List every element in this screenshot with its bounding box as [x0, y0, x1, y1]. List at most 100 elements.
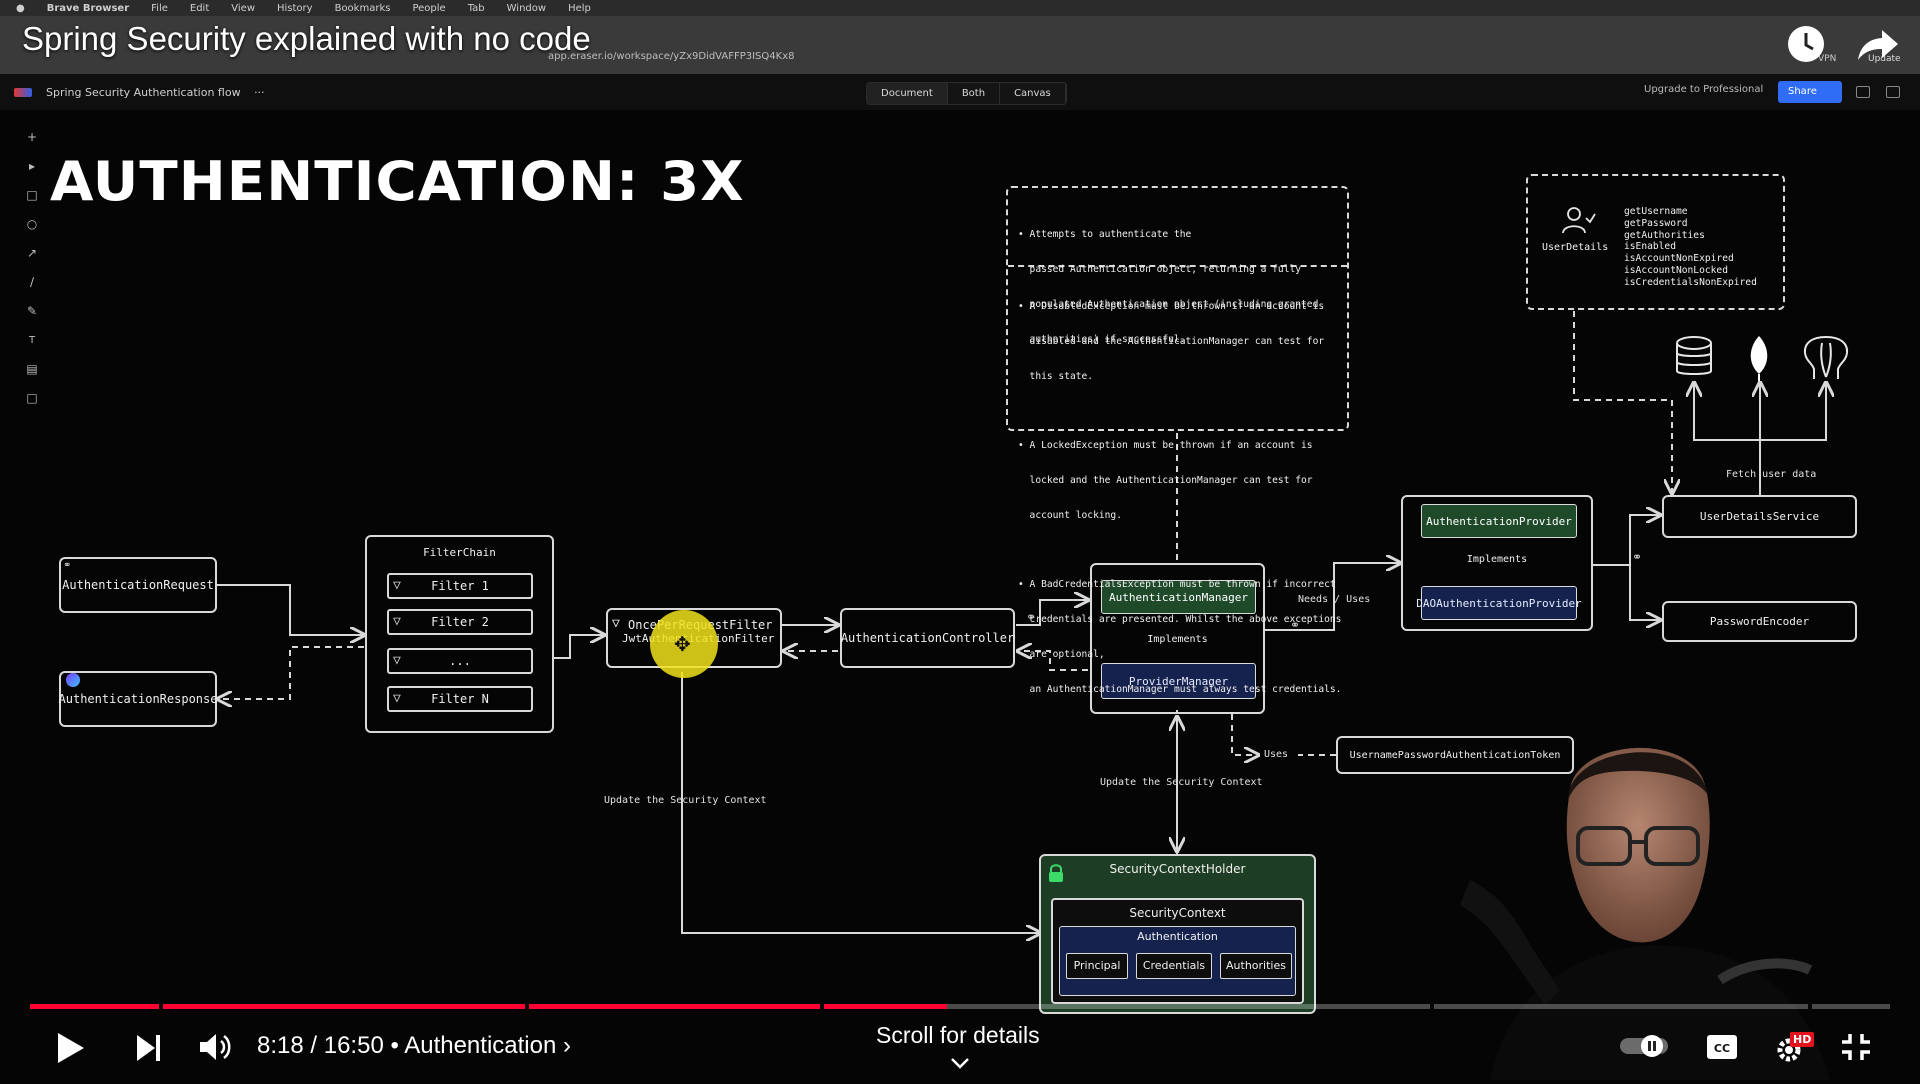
filter-icon: ▽	[393, 578, 401, 593]
leaf-icon	[1744, 334, 1774, 386]
filter-icon: ▽	[393, 691, 401, 706]
token-node[interactable]: UsernamePasswordAuthenticationToken	[1336, 736, 1574, 774]
controller-node[interactable]: AuthenticationController	[840, 608, 1015, 668]
pen-icon[interactable]: ✎	[26, 304, 38, 318]
userdetails-service-node[interactable]: UserDetailsService	[1662, 495, 1857, 538]
credentials-chip[interactable]: Credentials	[1136, 953, 1212, 979]
menu-app[interactable]: Brave Browser	[46, 2, 130, 14]
menu-file[interactable]: File	[151, 2, 168, 14]
note-line: this state.	[1018, 370, 1094, 382]
chapter-title[interactable]: • Authentication	[390, 1032, 557, 1059]
chevron-down-icon[interactable]	[950, 1054, 970, 1073]
play-icon[interactable]	[56, 1032, 86, 1068]
document-title-text: Spring Security Authentication flow	[46, 86, 241, 99]
video-title[interactable]: Spring Security explained with no code	[22, 20, 591, 57]
time-total: 16:50	[323, 1032, 384, 1059]
vpn-label[interactable]: VPN	[1818, 54, 1837, 64]
userdetails-card[interactable]: UserDetails getUsername getPassword getA…	[1526, 174, 1785, 310]
filterchain-node[interactable]: FilterChain ▽Filter 1 ▽Filter 2 ▽... ▽Fi…	[365, 535, 554, 733]
note-line: • A LockedException must be thrown if an…	[1018, 440, 1313, 452]
authentication-provider-label: AuthenticationProvider	[1426, 514, 1572, 528]
upgrade-button[interactable]: Upgrade to Professional	[1644, 84, 1764, 95]
link-icon: ⚭	[63, 560, 72, 571]
eraser-logo[interactable]	[14, 88, 32, 97]
update-button[interactable]: Update	[1868, 54, 1901, 64]
comment-tool-icon[interactable]: □	[26, 391, 38, 405]
note-line: credentials are presented. Whilst the ab…	[1018, 614, 1342, 626]
note-line: authorities) if successful.	[1018, 333, 1186, 345]
authentication-box[interactable]: Authentication Principal Credentials Aut…	[1059, 926, 1296, 996]
security-context-holder[interactable]: SecurityContextHolder SecurityContext Au…	[1039, 854, 1316, 1014]
auth-response-node[interactable]: AuthenticationResponse	[59, 671, 217, 727]
auth-manager-note[interactable]: • Attempts to authenticate the passed Au…	[1006, 186, 1349, 695]
progress-bar[interactable]	[30, 1004, 1890, 1009]
filter-n[interactable]: ▽Filter N	[387, 686, 533, 712]
filter-1[interactable]: ▽ Filter 1	[387, 573, 533, 599]
share-button[interactable]: Share	[1778, 81, 1842, 103]
chapter-gap	[159, 1004, 163, 1009]
filter-ellipsis-label: ...	[449, 654, 471, 668]
dao-authentication-provider[interactable]: DAOAuthenticationProvider	[1416, 586, 1582, 620]
filter-2-label: Filter 2	[431, 615, 489, 629]
scroll-hint[interactable]: Scroll for details	[876, 1022, 1040, 1049]
apple-icon[interactable]: ●	[16, 2, 25, 14]
security-context[interactable]: SecurityContext Authentication Principal…	[1051, 898, 1304, 1004]
filter-2[interactable]: ▽ Filter 2	[387, 609, 533, 635]
menu-edit[interactable]: Edit	[189, 2, 210, 14]
tab-canvas[interactable]: Canvas	[1000, 83, 1066, 104]
rectangle-icon[interactable]: □	[26, 188, 38, 202]
menu-tab[interactable]: Tab	[467, 2, 485, 14]
ellipse-icon[interactable]: ○	[26, 217, 38, 231]
panel-icon[interactable]	[1886, 86, 1900, 98]
authentication-provider[interactable]: AuthenticationProvider	[1421, 504, 1577, 538]
note-line: populated Authentication object (includi…	[1018, 298, 1319, 310]
share-arrow-icon[interactable]	[1856, 26, 1900, 71]
authorities-chip[interactable]: Authorities	[1220, 953, 1292, 979]
line-icon[interactable]: ∕	[29, 275, 35, 289]
svg-text:CC: CC	[1714, 1042, 1730, 1055]
manager-group[interactable]: AuthenticationManager Implements Provide…	[1090, 563, 1265, 714]
document-title[interactable]: Spring Security Authentication flow ···	[46, 86, 265, 99]
volume-icon[interactable]	[198, 1032, 232, 1066]
filter-icon: ▽	[393, 614, 401, 629]
fullscreen-exit-icon[interactable]	[1840, 1032, 1872, 1066]
text-icon[interactable]: T	[28, 335, 36, 346]
menu-history[interactable]: History	[277, 2, 313, 14]
select-icon[interactable]: ▸	[28, 159, 36, 173]
chapter-gap	[820, 1004, 824, 1009]
principal-chip[interactable]: Principal	[1066, 953, 1128, 979]
password-encoder-node[interactable]: PasswordEncoder	[1662, 601, 1857, 642]
frame-icon[interactable]: ▤	[26, 362, 38, 376]
more-icon[interactable]: ···	[254, 86, 265, 99]
next-icon[interactable]	[136, 1034, 162, 1066]
menu-people[interactable]: People	[412, 2, 446, 14]
clock-icon[interactable]	[1786, 24, 1826, 73]
cc-icon[interactable]: CC	[1706, 1034, 1738, 1064]
filter-icon: ▽	[393, 653, 401, 668]
provider-group[interactable]: AuthenticationProvider Implements DAOAut…	[1401, 495, 1593, 631]
tool-sidebar: + ▸ □ ○ ↗ ∕ ✎ T ▤ □	[22, 130, 42, 406]
tab-document[interactable]: Document	[867, 83, 948, 104]
link-icon: ⚭	[1026, 610, 1037, 624]
chevron-right-icon[interactable]: ›	[563, 1032, 571, 1059]
tab-both[interactable]: Both	[947, 83, 1001, 104]
authentication-manager[interactable]: AuthenticationManager	[1101, 580, 1256, 614]
auth-request-node[interactable]: AuthenticationRequest	[59, 557, 217, 613]
comment-icon[interactable]	[1856, 86, 1870, 98]
security-context-title: SecurityContext	[1129, 906, 1226, 920]
menu-bookmarks[interactable]: Bookmarks	[334, 2, 391, 14]
address-bar[interactable]: app.eraser.io/workspace/yZx9DidVAFFP3ISQ…	[548, 51, 795, 62]
settings-icon[interactable]	[1774, 1032, 1808, 1068]
arrow-icon[interactable]: ↗	[26, 246, 38, 260]
menu-help[interactable]: Help	[568, 2, 591, 14]
provider-manager[interactable]: ProviderManager	[1101, 663, 1256, 699]
add-icon[interactable]: +	[26, 130, 38, 144]
filter-ellipsis[interactable]: ▽...	[387, 648, 533, 674]
filter-icon: ▽	[612, 616, 620, 631]
menu-window[interactable]: Window	[506, 2, 547, 14]
authentication-manager-label: AuthenticationManager	[1108, 590, 1249, 604]
filter-1-label: Filter 1	[431, 579, 489, 593]
autoplay-toggle-icon[interactable]	[1618, 1034, 1670, 1062]
menu-view[interactable]: View	[231, 2, 255, 14]
